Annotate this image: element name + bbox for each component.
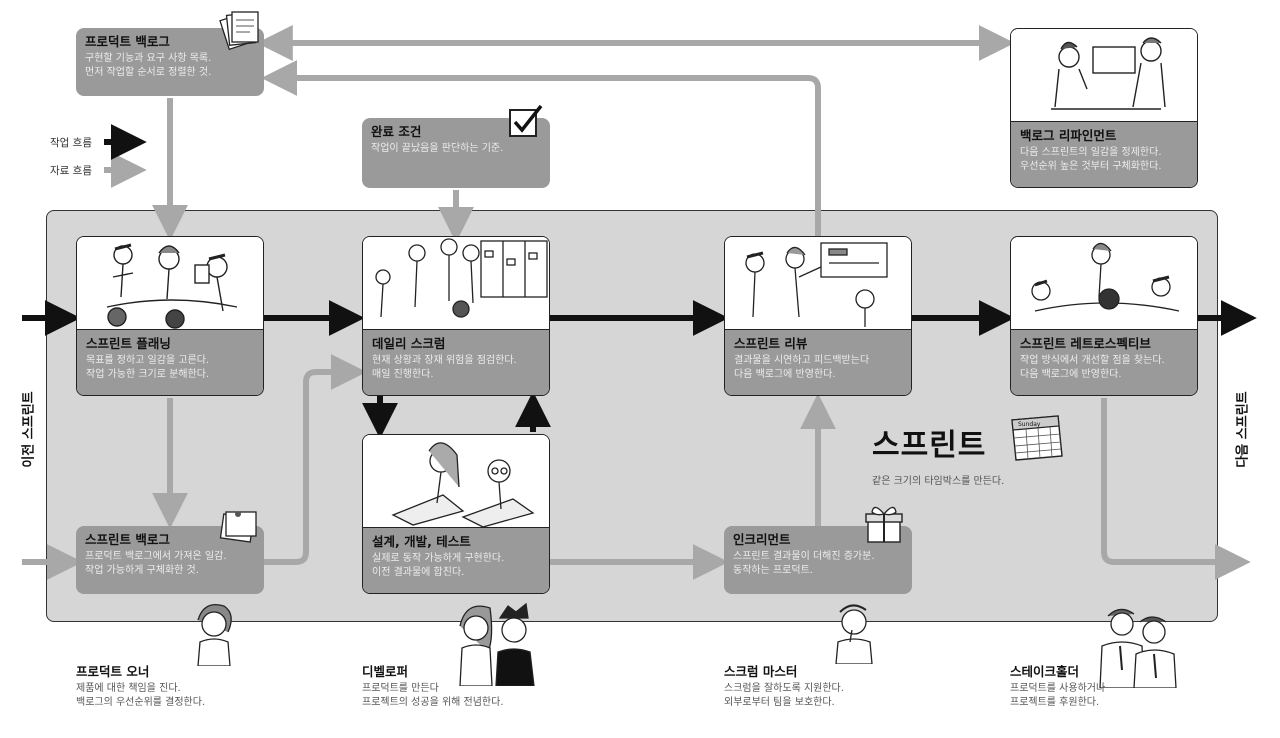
- legend-work-flow-label: 작업 흐름: [50, 137, 92, 149]
- checkbox-icon: [509, 104, 543, 137]
- scrum-master-desc: 스크럼을 잘하도록 지원한다. 외부로부터 팀을 보호한다.: [724, 683, 844, 708]
- product-backlog-desc: 구현할 기능과 요구 사항 목록. 먼저 작업할 순서로 정렬한 것.: [85, 53, 212, 78]
- refinement-illustration: [1011, 29, 1197, 122]
- definition-of-done-title: 완료 조건: [371, 124, 422, 139]
- product-owner-desc: 제품에 대한 책임을 진다. 백로그의 우선순위를 결정한다.: [76, 683, 206, 708]
- product-owner-figure: [197, 603, 232, 666]
- sprint-retrospective-card: 스프린트 레트로스펙티브 작업 방식에서 개선할 점을 찾는다. 다음 백로그에…: [1010, 236, 1198, 396]
- backlog-refinement-desc: 다음 스프린트의 일감을 정제한다. 우선순위 높은 것부터 구체화한다.: [1020, 147, 1162, 172]
- backlog-refinement-title: 백로그 리파인먼트: [1020, 128, 1117, 143]
- planning-illustration: [77, 237, 263, 330]
- next-sprint-label: 다음 스프린트: [1235, 391, 1251, 468]
- sprint-review-card: 스프린트 리뷰 결과물을 시연하고 피드백받는다 다음 백로그에 반영한다.: [724, 236, 912, 396]
- definition-of-done-box: 완료 조건 작업이 끝났음을 판단하는 기준.: [362, 118, 550, 188]
- calendar-icon: Sunday: [1011, 415, 1063, 461]
- arrow-retro-to-next: [1101, 398, 1251, 580]
- design-dev-test-desc: 실제로 동작 가능하게 구현한다. 이전 결과물에 합친다.: [372, 553, 505, 578]
- scrum-master-figure: [835, 604, 873, 664]
- daily-scrum-card: 데일리 스크럼 현재 상황과 장재 위험을 점검한다. 매일 진행한다.: [362, 236, 550, 396]
- prev-sprint-label: 이전 스프린트: [21, 391, 37, 468]
- design-dev-test-title: 설계, 개발, 테스트: [372, 534, 471, 549]
- design-dev-test-card: 설계, 개발, 테스트 실제로 동작 가능하게 구현한다. 이전 결과물에 합친…: [362, 434, 550, 594]
- retrospective-illustration: [1011, 237, 1197, 330]
- arrow-review-to-backlog: [261, 60, 821, 236]
- daily-scrum-illustration: [363, 237, 549, 330]
- role-scrum-master: 스크럼 마스터 스크럼을 잘하도록 지원한다. 외부로부터 팀을 보호한다.: [724, 664, 844, 710]
- sprint-retrospective-title: 스프린트 레트로스펙티브: [1020, 336, 1151, 351]
- sprint-backlog-title: 스프린트 백로그: [85, 532, 170, 547]
- stakeholder-figure: [1099, 608, 1177, 688]
- sprint-planning-card: 스프린트 플래닝 목표를 정하고 일감을 고른다. 작업 가능한 크기로 분해한…: [76, 236, 264, 396]
- sprint-desc: 같은 크기의 타임박스를 만든다.: [872, 476, 1005, 487]
- increment-desc: 스프린트 결과물이 더해진 증가분. 동작하는 프로덕트.: [733, 551, 875, 576]
- backlog-refinement-card: 백로그 리파인먼트 다음 스프린트의 일감을 정제한다. 우선순위 높은 것부터…: [1010, 28, 1198, 188]
- sprint-review-title: 스프린트 리뷰: [734, 336, 808, 351]
- sprint-planning-title: 스프린트 플래닝: [86, 336, 171, 351]
- increment-box: 인크리먼트 스프린트 결과물이 더해진 증가분. 동작하는 프로덕트.: [724, 526, 912, 594]
- documents-icon: [219, 11, 259, 50]
- role-stakeholder: 스테이크홀더 프로덕트를 사용하거나 프로젝트를 후원한다.: [1010, 664, 1105, 710]
- daily-scrum-desc: 현재 상황과 장재 위험을 점검한다. 매일 진행한다.: [372, 355, 517, 380]
- dev-illustration: [363, 435, 549, 528]
- stakeholder-title: 스테이크홀더: [1010, 664, 1080, 679]
- calendar-label: Sunday: [1018, 421, 1041, 428]
- sprint-review-desc: 결과물을 시연하고 피드백받는다 다음 백로그에 반영한다.: [734, 355, 870, 380]
- legend-artifact-flow-label: 자료 흐름: [50, 165, 92, 177]
- gift-icon: [865, 506, 903, 543]
- product-owner-title: 프로덕트 오너: [76, 664, 150, 679]
- sprint-title: 스프린트: [872, 428, 987, 463]
- increment-title: 인크리먼트: [733, 532, 791, 547]
- arrow-sprintbacklog-to-daily: [264, 354, 367, 565]
- review-illustration: [725, 237, 911, 330]
- product-backlog-title: 프로덕트 백로그: [85, 34, 170, 49]
- stakeholder-desc: 프로덕트를 사용하거나 프로젝트를 후원한다.: [1010, 683, 1106, 708]
- product-backlog-box: 프로덕트 백로그 구현할 기능과 요구 사항 목록. 먼저 작업할 순서로 정렬…: [76, 28, 264, 96]
- daily-scrum-title: 데일리 스크럼: [372, 336, 446, 351]
- notes-icon: [219, 511, 257, 543]
- sprint-backlog-desc: 프로덕트 백로그에서 가져온 일감. 작업 가능하게 구체화한 것.: [85, 551, 227, 576]
- scrum-master-title: 스크럼 마스터: [724, 664, 798, 679]
- role-product-owner: 프로덕트 오너 제품에 대한 책임을 진다. 백로그의 우선순위를 결정한다.: [76, 664, 205, 710]
- developer-desc: 프로덕트를 만든다 프로젝트의 성공을 위해 전념한다.: [362, 683, 504, 708]
- role-developer: 디벨로퍼 프로덕트를 만든다 프로젝트의 성공을 위해 전념한다.: [362, 664, 504, 710]
- sprint-retrospective-desc: 작업 방식에서 개선할 점을 찾는다. 다음 백로그에 반영한다.: [1020, 355, 1165, 380]
- sprint-planning-desc: 목표를 정하고 일감을 고른다. 작업 가능한 크기로 분해한다.: [86, 355, 210, 380]
- definition-of-done-desc: 작업이 끝났음을 판단하는 기준.: [371, 143, 504, 154]
- developer-figure: [459, 602, 535, 686]
- developer-title: 디벨로퍼: [362, 664, 409, 679]
